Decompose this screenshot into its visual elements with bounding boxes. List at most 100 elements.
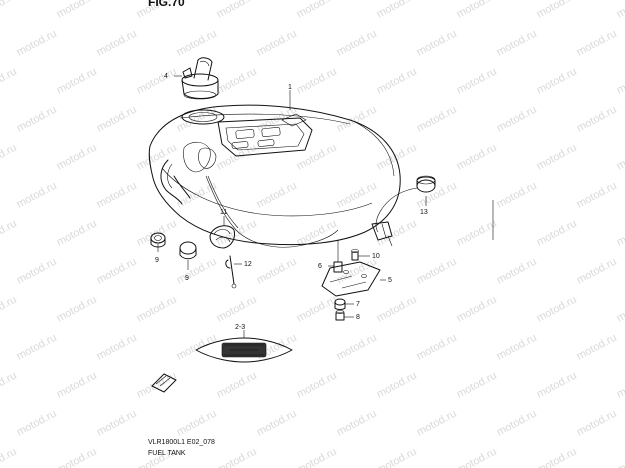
watermark-text: motod.ru bbox=[175, 408, 219, 439]
watermark-text: motod.ru bbox=[335, 28, 379, 59]
rubber-7 bbox=[334, 298, 346, 310]
bolt-8 bbox=[335, 310, 345, 321]
callout-11: 11 bbox=[220, 209, 227, 216]
watermark-text: motod.ru bbox=[95, 28, 139, 59]
callout-5: 5 bbox=[388, 277, 392, 284]
callout-4: 4 bbox=[164, 73, 168, 80]
watermark-text: motod.ru bbox=[175, 256, 219, 287]
watermark-text: motod.ru bbox=[175, 332, 219, 363]
watermark-text: motod.ru bbox=[535, 446, 579, 468]
watermark-text: motod.ru bbox=[495, 104, 539, 135]
watermark-text: motod.ru bbox=[215, 66, 259, 97]
callout-labels: 4 1 2-3 9 9 11 12 6 10 5 7 8 13 bbox=[155, 73, 428, 331]
watermark-text: motod.ru bbox=[615, 0, 625, 21]
watermark-text: motod.ru bbox=[0, 370, 19, 401]
watermark-text: motod.ru bbox=[415, 408, 459, 439]
bolt-10 bbox=[351, 249, 359, 261]
watermark-text: motod.ru bbox=[215, 0, 259, 21]
watermark-text: motod.ru bbox=[215, 142, 259, 173]
watermark-text: motod.ru bbox=[375, 294, 419, 325]
watermark-text: motod.ru bbox=[255, 180, 299, 211]
watermark-text: motod.ru bbox=[535, 142, 579, 173]
watermark-text: motod.ru bbox=[95, 256, 139, 287]
watermark-text: motod.ru bbox=[15, 256, 59, 287]
watermark-text: motod.ru bbox=[15, 332, 59, 363]
watermark-text: motod.ru bbox=[15, 104, 59, 135]
callout-12: 12 bbox=[244, 261, 252, 268]
watermark-text: motod.ru bbox=[335, 180, 379, 211]
callout-13: 13 bbox=[420, 209, 428, 216]
watermark-text: motod.ru bbox=[495, 332, 539, 363]
front-arrow-icon bbox=[151, 373, 177, 393]
watermark-text: motod.ru bbox=[55, 446, 99, 468]
watermark-text: motod.ru bbox=[15, 408, 59, 439]
watermark-text: motod.ru bbox=[535, 294, 579, 325]
watermark-text: motod.ru bbox=[455, 218, 499, 249]
watermark-text: motod.ru bbox=[0, 294, 19, 325]
diagram-code: VLR1800L1 E02_078 bbox=[148, 439, 215, 446]
callout-2-3: 2-3 bbox=[235, 324, 245, 331]
watermark-text: motod.ru bbox=[375, 446, 419, 468]
watermark-text: motod.ru bbox=[215, 294, 259, 325]
fuel-level-sensor bbox=[371, 175, 436, 247]
watermark-text: motod.ru bbox=[175, 104, 219, 135]
watermark-text: motod.ru bbox=[0, 446, 19, 468]
watermark-text: motod.ru bbox=[0, 66, 19, 97]
watermark-text: motod.ru bbox=[175, 28, 219, 59]
watermark-text: motod.ru bbox=[415, 104, 459, 135]
watermark-text: motod.ru bbox=[95, 408, 139, 439]
watermark-text: motod.ru bbox=[575, 332, 619, 363]
watermark-text: motod.ru bbox=[495, 180, 539, 211]
watermark-text: motod.ru bbox=[255, 256, 299, 287]
watermark-text: motod.ru bbox=[575, 408, 619, 439]
watermark-text: motod.ru bbox=[95, 104, 139, 135]
watermark-text: motod.ru bbox=[615, 142, 625, 173]
watermark-text: motod.ru bbox=[0, 218, 19, 249]
watermark-text: motod.ru bbox=[15, 28, 59, 59]
fuel-bracket bbox=[321, 261, 381, 297]
watermark-text: motod.ru bbox=[575, 104, 619, 135]
watermark-text: motod.ru bbox=[455, 142, 499, 173]
watermark-text: motod.ru bbox=[535, 0, 579, 21]
watermark-text: motod.ru bbox=[375, 370, 419, 401]
diagram-caption: FUEL TANK bbox=[148, 450, 186, 457]
watermark-text: motod.ru bbox=[415, 256, 459, 287]
watermark-text: motod.ru bbox=[495, 408, 539, 439]
watermark-text: motod.ru bbox=[455, 370, 499, 401]
tank-emblem bbox=[195, 337, 293, 363]
watermark-text: motod.ru bbox=[575, 256, 619, 287]
watermark-text: motod.ru bbox=[255, 408, 299, 439]
callout-1: 1 bbox=[288, 84, 292, 91]
watermark-text: motod.ru bbox=[295, 0, 339, 21]
callout-9-left: 9 bbox=[155, 257, 159, 264]
watermark-text: motod.ru bbox=[55, 294, 99, 325]
figure-header: FIG.70 bbox=[148, 0, 185, 9]
watermark-text: motod.ru bbox=[255, 28, 299, 59]
watermark-text: motod.ru bbox=[295, 142, 339, 173]
watermark-text: motod.ru bbox=[495, 256, 539, 287]
watermark-text: motod.ru bbox=[55, 0, 99, 21]
watermark-text: motod.ru bbox=[215, 218, 259, 249]
hose-clip bbox=[225, 255, 237, 289]
grommet-right bbox=[179, 241, 197, 260]
watermark-text: motod.ru bbox=[375, 218, 419, 249]
watermark-text: motod.ru bbox=[55, 142, 99, 173]
callout-9-right: 9 bbox=[185, 275, 189, 282]
watermark-text: motod.ru bbox=[535, 370, 579, 401]
watermark-text: motod.ru bbox=[455, 446, 499, 468]
watermark-text: motod.ru bbox=[95, 180, 139, 211]
watermark-text: motod.ru bbox=[215, 446, 259, 468]
watermark-text: motod.ru bbox=[615, 370, 625, 401]
fuel-cap bbox=[181, 57, 219, 100]
cushion-rubber bbox=[209, 225, 235, 249]
watermark-text: motod.ru bbox=[615, 446, 625, 468]
fuel-tank bbox=[148, 104, 401, 248]
watermark-text: motod.ru bbox=[335, 408, 379, 439]
watermark-text: motod.ru bbox=[55, 218, 99, 249]
watermark-text: motod.ru bbox=[375, 0, 419, 21]
watermark-text: motod.ru bbox=[415, 28, 459, 59]
watermark-text: motod.ru bbox=[0, 0, 19, 21]
watermark-text: motod.ru bbox=[415, 332, 459, 363]
watermark-text: motod.ru bbox=[95, 332, 139, 363]
